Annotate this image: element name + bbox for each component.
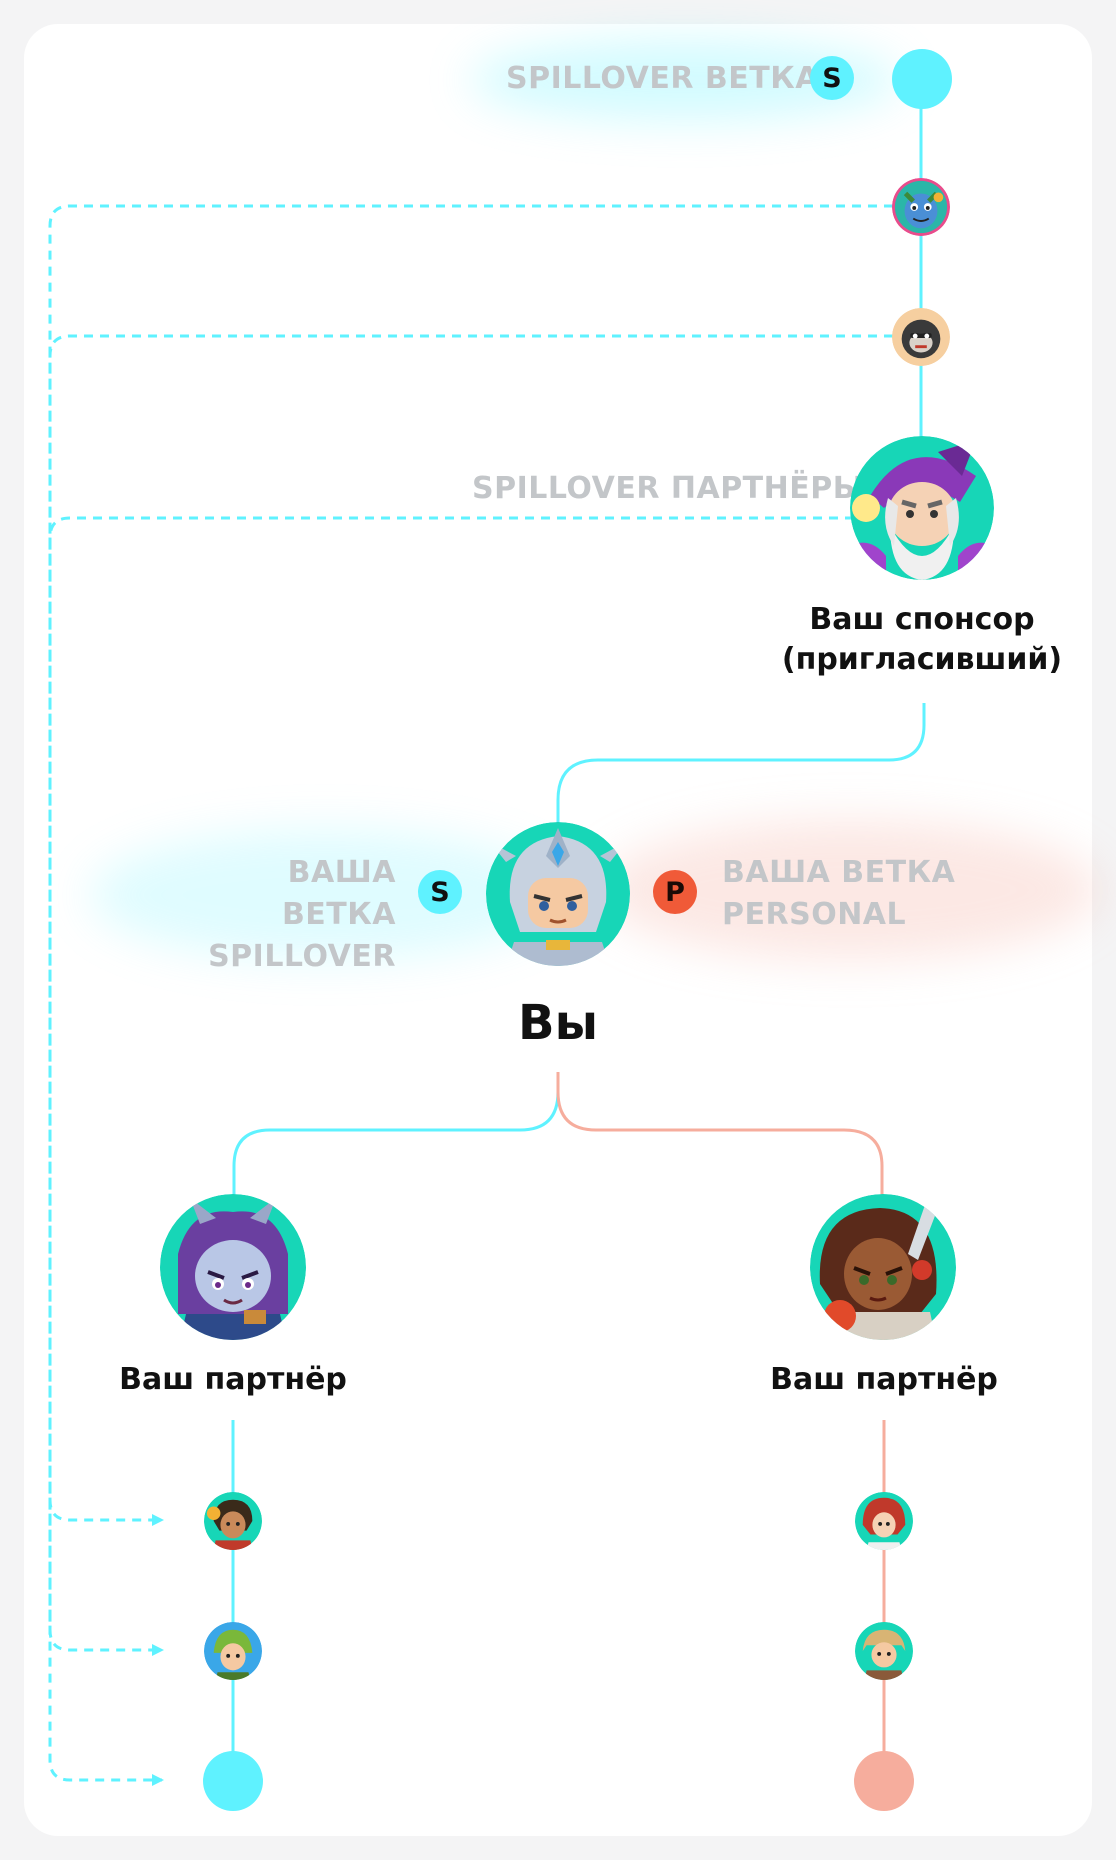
sponsor-title: Ваш спонсор (пригласивший) — [742, 600, 1102, 680]
you-avatar[interactable] — [486, 822, 630, 966]
spillover-badge-top: S — [810, 56, 854, 100]
left-partner-avatar[interactable] — [160, 1194, 306, 1340]
left-partner-title: Ваш партнёр — [119, 1362, 347, 1397]
right-child-avatar-2[interactable] — [855, 1622, 913, 1680]
spillover-dashed-lines — [48, 204, 893, 1786]
spillover-branch-label: SPILLOVER ВЕТКА — [506, 61, 819, 96]
your-personal-label-line1: ВАША ВЕТКА — [722, 855, 956, 890]
personal-badge: P — [653, 870, 697, 914]
sponsor-title-line2: (пригласивший) — [781, 642, 1063, 677]
your-spillover-label: ВАША ВЕТКА SPILLOVER — [170, 852, 396, 978]
right-partner-avatar[interactable] — [810, 1194, 956, 1340]
your-spillover-glow — [90, 830, 560, 960]
sponsor-to-you-line — [556, 703, 926, 830]
your-spillover-label-line2: SPILLOVER — [208, 939, 396, 974]
you-to-right-partner-line — [556, 1072, 884, 1195]
left-chain-end-node — [203, 1751, 263, 1811]
gorilla-avatar[interactable] — [892, 308, 950, 366]
your-personal-label: ВАША ВЕТКА PERSONAL — [722, 852, 962, 936]
your-spillover-label-line1: ВАША ВЕТКА — [281, 855, 396, 932]
blue-creature-avatar[interactable] — [892, 178, 950, 236]
spillover-end-node — [892, 49, 952, 109]
left-child-avatar-1[interactable] — [204, 1492, 262, 1550]
right-chain-end-node — [854, 1751, 914, 1811]
you-title: Вы — [518, 995, 598, 1051]
sponsor-title-line1: Ваш спонсор — [809, 602, 1035, 637]
your-personal-label-line2: PERSONAL — [722, 897, 907, 932]
spillover-partners-label: SPILLOVER ПАРТНЁРЫ — [472, 471, 865, 506]
sponsor-avatar[interactable] — [850, 436, 994, 580]
spillover-badge: S — [418, 870, 462, 914]
left-child-avatar-2[interactable] — [204, 1622, 262, 1680]
right-child-avatar-1[interactable] — [855, 1492, 913, 1550]
you-to-left-partner-line — [232, 1072, 560, 1195]
right-partner-title: Ваш партнёр — [770, 1362, 998, 1397]
